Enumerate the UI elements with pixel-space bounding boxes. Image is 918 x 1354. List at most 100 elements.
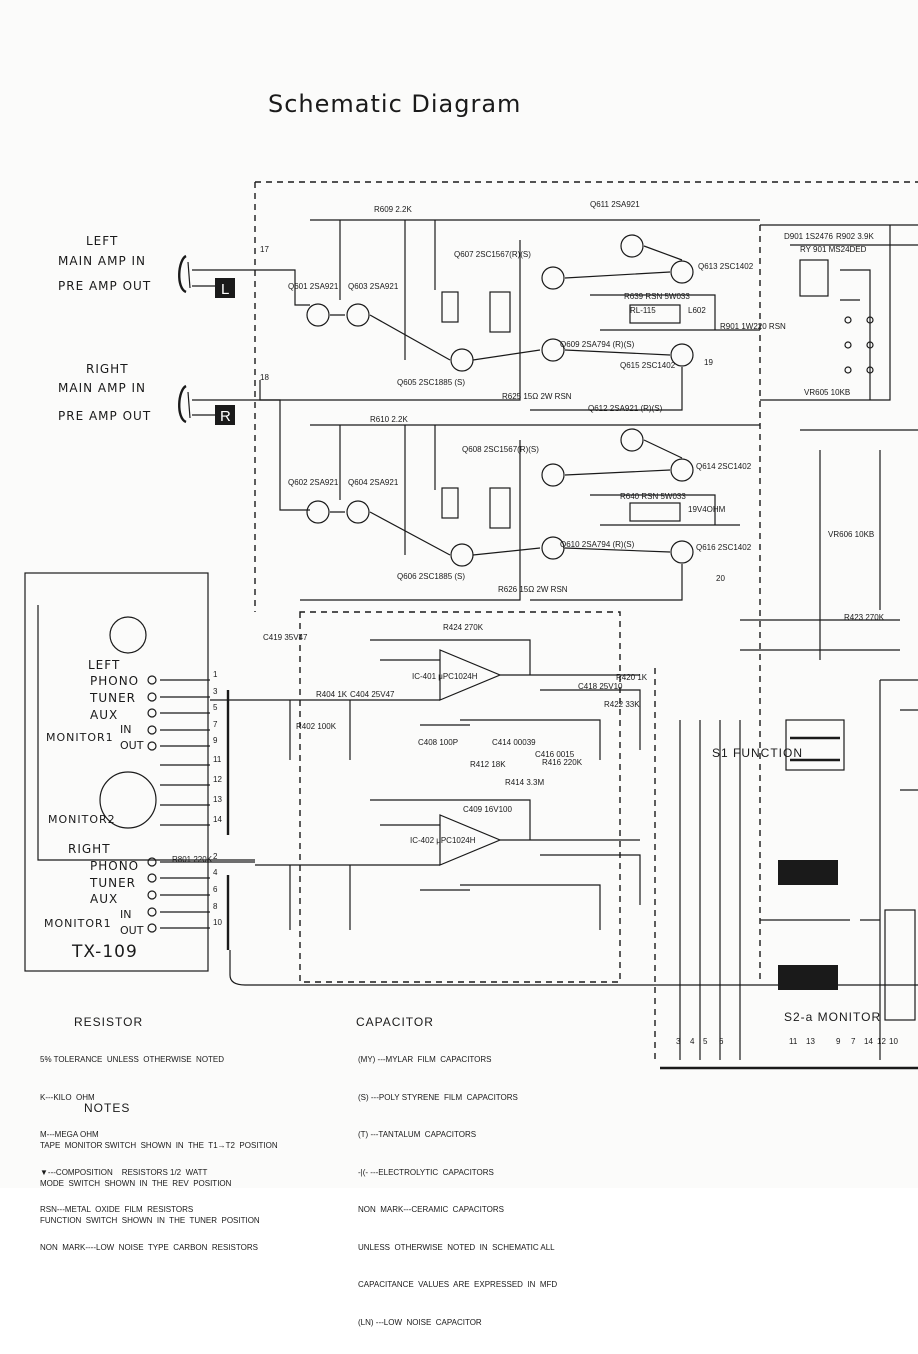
input-jack-terminal: [147, 708, 157, 718]
left-monitor1-out: OUT: [120, 739, 144, 752]
schematic-page: Schematic Diagram L R 17 18: [24, 90, 918, 1327]
component-label: Q611 2SA921: [590, 200, 640, 209]
component-label: R423 270K: [844, 613, 885, 622]
capacitor-line-3: (T) ---TANTALUM CAPACITORS: [358, 1130, 477, 1139]
left-phono: PHONO: [90, 674, 140, 688]
capacitor-line-7: CAPACITANCE VALUES ARE EXPRESSED IN MFD: [358, 1280, 558, 1289]
capacitor-line-6: UNLESS OTHERWISE NOTED IN SCHEMATIC ALL: [358, 1242, 555, 1252]
left-label: LEFT: [86, 234, 119, 248]
resistor-heading: RESISTOR: [74, 1015, 144, 1029]
s2a-pin-3: 3: [676, 1037, 681, 1046]
ic-board-border: [299, 611, 621, 983]
component-label: Q602 2SA921: [288, 478, 339, 487]
right-channel-amp-wiring: [255, 399, 760, 601]
left-monitor1: MONITOR1: [46, 731, 114, 744]
component-label: Q612 2SA921 (R)(S): [588, 404, 663, 413]
left-pin-14: 14: [213, 815, 222, 824]
input-jack-terminal: [147, 692, 157, 702]
component-label: IC-402 μPC1024H: [410, 836, 476, 845]
capacitor-heading: CAPACITOR: [356, 1015, 434, 1029]
capacitor-line-4: -|(- ---ELECTROLYTIC CAPACITORS: [358, 1167, 494, 1177]
capacitor-line-8: (LN) ---LOW NOISE CAPACITOR: [358, 1317, 482, 1327]
left-jack-symbol: [178, 254, 255, 298]
right-pin-8: 8: [213, 902, 218, 911]
s2a-pin-12: 12: [877, 1037, 886, 1046]
s2a-pin-11: 11: [789, 1037, 798, 1046]
ic-402-section: [255, 799, 641, 930]
capacitor-legend: CAPACITOR (MY) ---MYLAR FILM CAPACITORS …: [356, 990, 557, 1354]
selector-left-label: LEFT: [88, 658, 121, 672]
model-label: TX-109: [72, 942, 138, 962]
right-badge: R: [220, 408, 231, 425]
component-label: RY 901 MS24DED: [800, 245, 867, 254]
capacitor-line-1: (MY) ---MYLAR FILM CAPACITORS: [358, 1055, 492, 1064]
right-pre-amp-out: PRE AMP OUT: [58, 409, 152, 423]
left-input-labels: LEFT: [86, 234, 118, 248]
component-label: Q604 2SA921: [348, 478, 399, 487]
right-pin-6: 6: [213, 885, 218, 894]
resistor-line-4: ▼---COMPOSITION RESISTORS 1/2 WATT: [40, 1167, 208, 1177]
component-label: R609 2.2K: [374, 205, 412, 214]
component-label: R640 RSN 5W033: [620, 492, 686, 501]
notes-heading: NOTES: [84, 1101, 131, 1115]
right-monitor1-out: OUT: [120, 924, 144, 937]
notes-line-1: TAPE MONITOR SWITCH SHOWN IN THE T1→T2 P…: [40, 1141, 278, 1150]
left-tuner: TUNER: [90, 691, 137, 705]
input-jack-terminal: [147, 923, 157, 933]
component-label: Q606 2SC1885 (S): [397, 572, 466, 581]
resistor-line-2: K---KILO OHM: [40, 1092, 95, 1102]
input-jack-terminal: [147, 907, 157, 917]
s2a-pin-9: 9: [836, 1037, 841, 1046]
component-label: Q603 2SA921: [348, 282, 399, 291]
input-jack-terminal: [147, 857, 157, 867]
ic-401-section: [255, 639, 641, 760]
left-pin-11: 11: [213, 755, 222, 764]
component-label: 19: [704, 358, 713, 367]
component-label: C409 16V100: [463, 805, 512, 814]
s2a-pin-10: 10: [889, 1037, 898, 1046]
s2a-pin-6: 6: [719, 1037, 724, 1046]
component-label: IC-401 μPC1024H: [412, 672, 478, 681]
component-label: VR606 10KB: [828, 530, 875, 539]
input-jack-terminal: [147, 741, 157, 751]
capacitor-line-5: NON MARK---CERAMIC CAPACITORS: [358, 1205, 504, 1214]
component-label: R414 3.3M: [505, 778, 545, 787]
input-jack-terminal: [147, 725, 157, 735]
component-label: R610 2.2K: [370, 415, 408, 424]
component-label: R422 33K: [604, 700, 640, 709]
component-label: R402 100K: [296, 722, 337, 731]
component-label: R902 3.9K: [836, 232, 874, 241]
component-label: Q607 2SC1567(R)(S): [454, 250, 531, 259]
resistor-line-3: M---MEGA OHM: [40, 1130, 99, 1139]
component-label: R404 1K: [316, 690, 348, 699]
schematic-drawing: L R 17 18: [24, 181, 918, 1070]
relay-section: [740, 224, 918, 660]
component-label: C404 25V47: [350, 690, 395, 699]
component-label: C408 100P: [418, 738, 459, 747]
left-pin-12: 12: [213, 775, 222, 784]
component-label: Q616 2SC1402: [696, 543, 752, 552]
right-label: RIGHT: [86, 362, 129, 376]
left-pin-9: 9: [213, 736, 218, 745]
left-monitor1-in: IN: [120, 723, 132, 736]
selector-wiring: [24, 572, 918, 1070]
right-jack-symbol: [178, 384, 255, 425]
input-jack-terminal: [147, 873, 157, 883]
component-label: Q609 2SA794 (R)(S): [560, 340, 635, 349]
left-aux: AUX: [90, 708, 119, 722]
component-label: Q601 2SA921: [288, 282, 339, 291]
notes-line-3: FUNCTION SWITCH SHOWN IN THE TUNER POSIT…: [40, 1216, 260, 1225]
component-label: S1 FUNCTION: [712, 746, 804, 760]
right-monitor1-in: IN: [120, 908, 132, 921]
capacitor-line-2: (S) ---POLY STYRENE FILM CAPACITORS: [358, 1092, 518, 1102]
right-pin-4: 4: [213, 868, 218, 877]
component-label: R625 15Ω 2W RSN: [502, 392, 572, 401]
component-label: 20: [716, 574, 725, 583]
component-label: RL-115: [630, 306, 656, 315]
resistor-line-1: 5% TOLERANCE UNLESS OTHERWISE NOTED: [40, 1055, 225, 1064]
right-main-amp-in: MAIN AMP IN: [58, 381, 147, 395]
s2a-pin-13: 13: [806, 1037, 815, 1046]
input-jack-terminal: [147, 675, 157, 685]
component-label: R424 270K: [443, 623, 484, 632]
